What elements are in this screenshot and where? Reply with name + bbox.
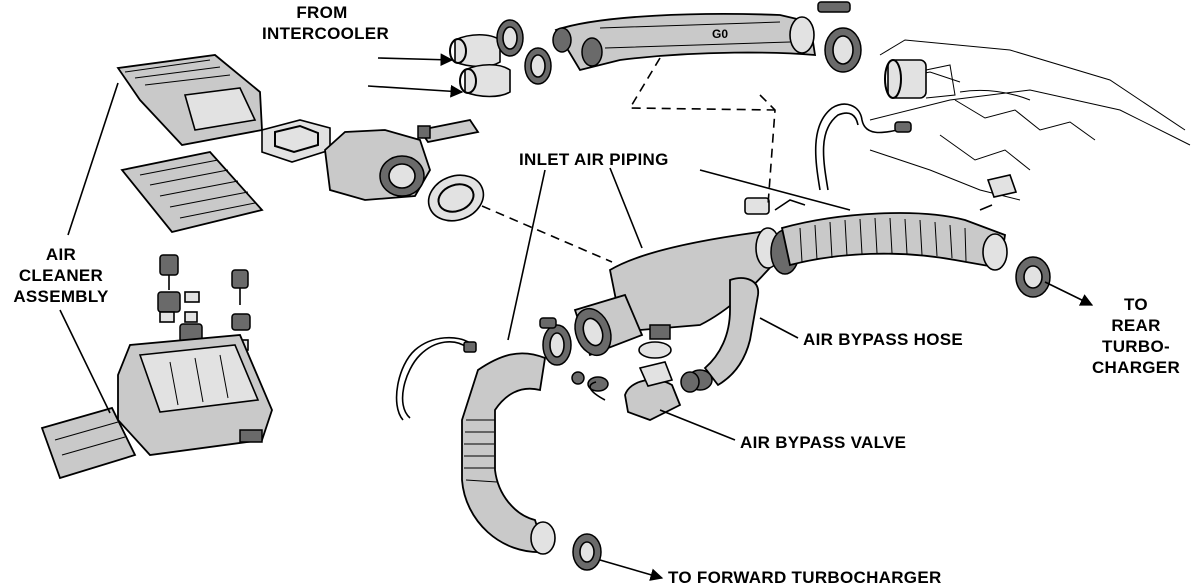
engine-intake-manifold [869, 39, 1191, 201]
air-cleaner-line-1: AIR [45, 245, 77, 264]
leader-lines [59, 53, 1094, 581]
from-intercooler-line-1: FROM [296, 3, 348, 22]
to-rear-line-1: TO [1124, 295, 1148, 314]
forward-turbo-clamp [572, 533, 602, 571]
inlet-air-piping-label: INLET AIR PIPING [519, 150, 669, 169]
maf-sensor-gasket [427, 174, 485, 222]
alignment-dashes [481, 57, 776, 263]
vacuum-line [744, 103, 912, 215]
air-cleaner-intake-duct [40, 406, 137, 480]
bypass-vacuum-line [395, 336, 477, 421]
air-cleaner-fasteners [157, 254, 251, 356]
to-rear-turbocharger-label: TO REAR TURBO- CHARGER [1080, 294, 1192, 378]
air-bypass-valve-label: AIR BYPASS VALVE [740, 433, 907, 452]
inlet-clamps [539, 229, 800, 366]
air-cleaner-housing [117, 334, 273, 456]
from-intercooler-label: FROM INTERCOOLER [262, 2, 390, 44]
air-bypass-hose-label: AIR BYPASS HOSE [803, 330, 964, 349]
forward-turbo-hose [461, 352, 556, 555]
to-forward-turbocharger-label: TO FORWARD TURBOCHARGER [668, 568, 942, 587]
inlet-air-piping-part [573, 227, 781, 357]
rear-turbo-hose [780, 174, 1018, 271]
to-rear-line-3: TURBO- [1102, 337, 1170, 356]
from-intercooler-line-2: INTERCOOLER [262, 24, 390, 43]
air-filter-element [120, 151, 264, 234]
air-bypass-valve-part [571, 361, 700, 421]
to-rear-line-2: REAR [1111, 316, 1161, 335]
mass-air-flow-sensor [324, 118, 480, 201]
air-cleaner-gasket [261, 119, 331, 163]
intercooler-outlet-pipes: G0 [449, 1, 862, 98]
air-cleaner-assembly-label: AIR CLEANER ASSEMBLY [0, 244, 122, 307]
air-cleaner-line-2: CLEANER [18, 266, 104, 285]
svg-text:G0: G0 [712, 27, 728, 41]
rear-turbo-clamp [1015, 256, 1051, 298]
to-rear-line-4: CHARGER [1091, 358, 1181, 377]
air-cleaner-cover [116, 54, 263, 146]
air-cleaner-line-3: ASSEMBLY [13, 287, 109, 306]
